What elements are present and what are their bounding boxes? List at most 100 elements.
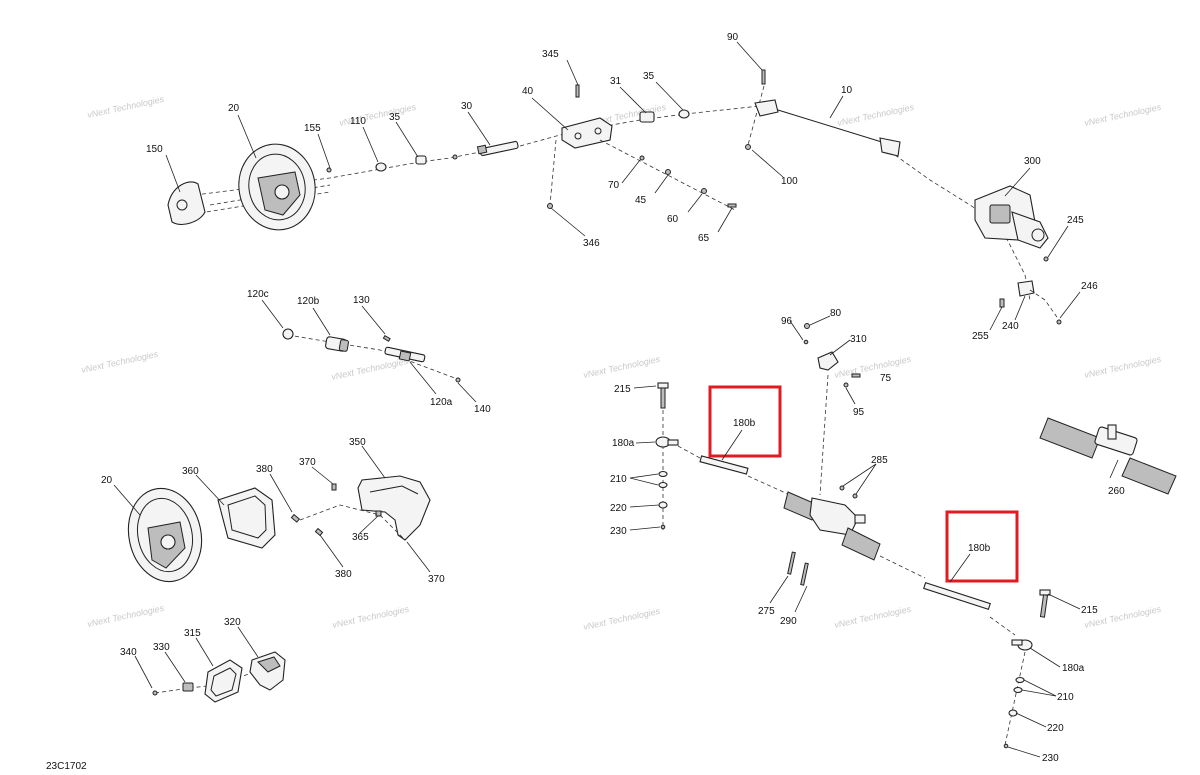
rack-assembly-260[interactable] <box>1039 417 1177 495</box>
bolt-285[interactable] <box>839 485 845 491</box>
bolt-345[interactable] <box>575 84 580 98</box>
callout-370a: 370 <box>299 457 316 468</box>
shaft-120a[interactable] <box>384 346 426 363</box>
pin-230b[interactable] <box>1003 743 1009 749</box>
callout-20b: 20 <box>101 475 113 486</box>
clip-380b[interactable] <box>314 527 324 537</box>
nut-346[interactable] <box>547 203 553 209</box>
callout-340: 340 <box>120 647 137 658</box>
column-bracket-40[interactable] <box>561 117 613 149</box>
watermark: vNext Technologies <box>582 606 661 632</box>
nut-220b[interactable] <box>1008 709 1018 717</box>
callout-255: 255 <box>972 331 989 342</box>
steering-wheel-20a[interactable] <box>232 138 322 236</box>
cover-350[interactable] <box>357 475 431 541</box>
tie-rod-end-180ab[interactable] <box>1011 639 1033 651</box>
callout-31: 31 <box>610 76 622 87</box>
nut-45[interactable] <box>665 169 671 175</box>
washer-60[interactable] <box>701 188 707 194</box>
washer-210b[interactable] <box>1015 676 1025 684</box>
callout-35: 35 <box>389 112 401 123</box>
intermediate-shaft-10[interactable] <box>754 99 901 157</box>
nut-100[interactable] <box>745 144 751 150</box>
power-steering-unit-300[interactable] <box>974 185 1049 249</box>
bolt-215b[interactable] <box>1039 589 1051 618</box>
watermark: vNext Technologies <box>330 356 409 382</box>
steering-column-assembly <box>165 41 1081 331</box>
bracket-310[interactable] <box>817 351 839 371</box>
callout-220a: 220 <box>610 503 627 514</box>
steering-wheel-20b[interactable] <box>120 482 210 589</box>
callout-210a: 210 <box>610 474 627 485</box>
callout-240: 240 <box>1002 321 1019 332</box>
nut-246[interactable] <box>1056 319 1062 325</box>
watermark: vNext Technologies <box>331 604 410 630</box>
column-lock-assembly <box>261 299 477 403</box>
shaft-30[interactable] <box>476 140 519 157</box>
bushing-35b[interactable] <box>678 109 690 119</box>
clip-365[interactable] <box>375 510 382 517</box>
bolt-245[interactable] <box>1043 256 1049 262</box>
bolt-215a[interactable] <box>657 382 669 409</box>
washer-110[interactable] <box>375 162 387 172</box>
bolt-70[interactable] <box>639 155 645 161</box>
callout-360: 360 <box>182 466 199 477</box>
nut-220a[interactable] <box>658 501 668 509</box>
callout-330: 330 <box>153 642 170 653</box>
watermark: vNext Technologies <box>1083 354 1162 380</box>
module-320[interactable] <box>249 651 286 691</box>
callout-246: 246 <box>1081 281 1098 292</box>
bezel-315[interactable] <box>204 659 243 703</box>
callout-40: 40 <box>522 86 534 97</box>
bolt-255[interactable] <box>999 298 1005 308</box>
clip-380a[interactable] <box>290 513 301 523</box>
pin-230a[interactable] <box>660 524 666 530</box>
callout-110: 110 <box>350 116 366 127</box>
watermark: vNext Technologies <box>833 354 912 380</box>
callout-180a: 180a <box>612 438 635 449</box>
trim-360[interactable] <box>217 487 276 549</box>
nut-155[interactable] <box>326 167 332 173</box>
screw-370a[interactable] <box>331 483 337 491</box>
bracket-240[interactable] <box>1017 280 1035 297</box>
pin-130[interactable] <box>382 334 391 342</box>
highlight-box-180b-right <box>945 510 1019 583</box>
steering-rack[interactable] <box>783 491 881 561</box>
callout-230b: 230 <box>1042 753 1059 764</box>
bolt-95[interactable] <box>843 382 849 388</box>
callout-155: 155 <box>304 123 321 134</box>
callout-70: 70 <box>608 180 620 191</box>
tie-rod-end-180aa[interactable] <box>655 436 679 448</box>
bolt-75[interactable] <box>851 373 861 378</box>
screw-340[interactable] <box>152 690 158 696</box>
highlight-box-180b-left <box>708 385 782 458</box>
callout-315: 315 <box>184 628 201 639</box>
bolt-65[interactable] <box>727 203 737 208</box>
part-31[interactable] <box>639 111 655 123</box>
watermark: vNext Technologies <box>833 604 912 630</box>
callout-365: 365 <box>352 532 369 543</box>
bolt-275[interactable] <box>787 551 796 575</box>
bolt-90[interactable] <box>761 69 766 85</box>
callout-350: 350 <box>349 437 366 448</box>
callout-120c: 120c <box>247 289 269 300</box>
sleeve-120b[interactable] <box>325 336 349 352</box>
callout-10: 10 <box>841 85 853 96</box>
switch-assembly <box>134 626 286 703</box>
callout-215a: 215 <box>614 384 631 395</box>
bolt-290[interactable] <box>800 562 809 586</box>
clip-140[interactable] <box>455 377 461 383</box>
nut-96[interactable] <box>803 339 809 345</box>
ring-120c[interactable] <box>282 328 294 340</box>
callout-230a: 230 <box>610 526 627 537</box>
callout-275: 275 <box>758 606 775 617</box>
washer-210a[interactable] <box>658 470 668 478</box>
bushing-35a[interactable] <box>415 155 427 165</box>
washer-80[interactable] <box>804 323 810 329</box>
tie-rod-180bb[interactable] <box>923 581 991 611</box>
callout-210b: 210 <box>1057 692 1074 703</box>
switch-330[interactable] <box>182 682 194 692</box>
tie-rod-180ba[interactable] <box>699 455 749 475</box>
callout-45: 45 <box>635 195 647 206</box>
